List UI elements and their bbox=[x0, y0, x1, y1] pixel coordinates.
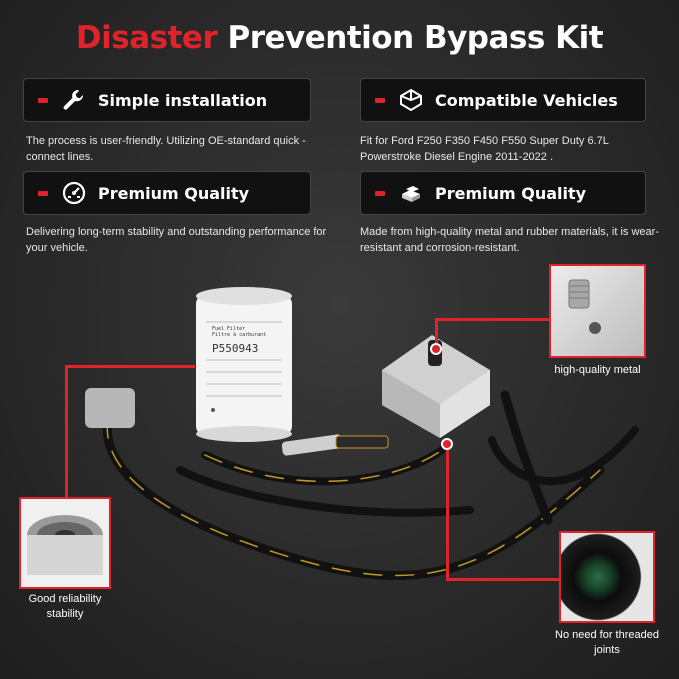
caption-reliability: Good reliability stability bbox=[28, 593, 102, 620]
bars-icon bbox=[397, 179, 425, 207]
caption-joints: No need for threaded joints bbox=[555, 629, 659, 656]
callout-line bbox=[435, 318, 438, 346]
callout-line bbox=[446, 445, 449, 580]
gauge-icon bbox=[60, 179, 88, 207]
fuel-filter bbox=[196, 287, 292, 442]
inset-connector bbox=[559, 531, 655, 623]
callout-line bbox=[435, 318, 549, 321]
filter-part-number: P550943 bbox=[212, 342, 259, 355]
feature-label: Premium Quality bbox=[435, 183, 587, 203]
page-title: Disaster Prevention Bypass Kit bbox=[0, 20, 679, 56]
callout-dot bbox=[441, 438, 453, 450]
feature-premium-quality-material: Premium Quality bbox=[360, 171, 646, 215]
title-accent: Disaster bbox=[75, 20, 218, 56]
accent-dash bbox=[375, 97, 385, 103]
inset-filter-base bbox=[19, 497, 111, 589]
feature-label: Compatible Vehicles bbox=[435, 90, 618, 110]
accent-dash bbox=[38, 190, 48, 196]
callout-line bbox=[446, 578, 559, 581]
accent-dash bbox=[38, 97, 48, 103]
filter-label-line2: Filtre à carburant bbox=[212, 332, 267, 338]
feature-desc: Made from high-quality metal and rubber … bbox=[360, 226, 659, 254]
feature-premium-quality: Premium Quality bbox=[23, 171, 311, 215]
feature-compatible-vehicles: Compatible Vehicles bbox=[360, 78, 646, 122]
feature-label: Simple installation bbox=[98, 90, 268, 110]
inset-metal bbox=[549, 264, 646, 358]
cube-icon bbox=[397, 86, 425, 114]
callout-line bbox=[65, 365, 195, 368]
feature-label: Premium Quality bbox=[98, 183, 250, 203]
hose-sleeve bbox=[335, 435, 389, 449]
mount-bracket bbox=[85, 388, 135, 428]
fuel-hoses bbox=[102, 390, 639, 581]
feature-desc: Fit for Ford F250 F350 F450 F550 Super D… bbox=[360, 135, 609, 163]
filter-label: Fuel Filter Filtre à carburant P550943 bbox=[212, 326, 282, 355]
feature-desc: Delivering long-term stability and outst… bbox=[26, 226, 327, 254]
callout-line bbox=[65, 365, 68, 497]
feature-desc: The process is user-friendly. Utilizing … bbox=[26, 135, 306, 163]
metal-block bbox=[382, 335, 490, 438]
quick-connector bbox=[281, 434, 343, 456]
title-rest: Prevention Bypass Kit bbox=[217, 20, 604, 56]
accent-dash bbox=[375, 190, 385, 196]
callout-dot bbox=[430, 343, 442, 355]
wrench-icon bbox=[60, 86, 88, 114]
filter-label-line1: Fuel Filter bbox=[212, 326, 246, 332]
feature-simple-installation: Simple installation bbox=[23, 78, 311, 122]
caption-metal: high-quality metal bbox=[554, 364, 641, 376]
